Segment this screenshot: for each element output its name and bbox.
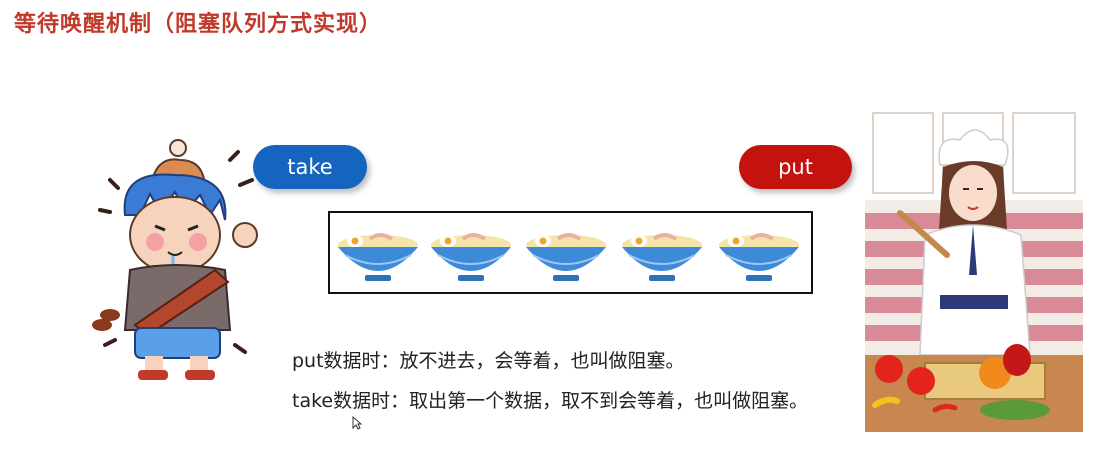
slide-title: 等待唤醒机制（阻塞队列方式实现） [14,12,383,37]
put-button[interactable]: put [739,145,852,189]
noodle-bowl-icon [526,233,606,281]
put-caption: put数据时：放不进去，会等着，也叫做阻塞。 [292,350,685,372]
noodle-bowl-icon [719,233,799,281]
take-caption: take数据时：取出第一个数据，取不到会等着，也叫做阻塞。 [292,390,809,412]
blocking-queue [328,211,813,294]
noodle-bowl-icon [622,233,702,281]
foodie-character-illustration [80,130,270,385]
chef-illustration [865,105,1083,432]
take-button[interactable]: take [253,145,367,189]
noodle-bowl-icon [431,233,511,281]
mouse-cursor-icon [352,416,362,430]
noodle-bowl-icon [338,233,418,281]
